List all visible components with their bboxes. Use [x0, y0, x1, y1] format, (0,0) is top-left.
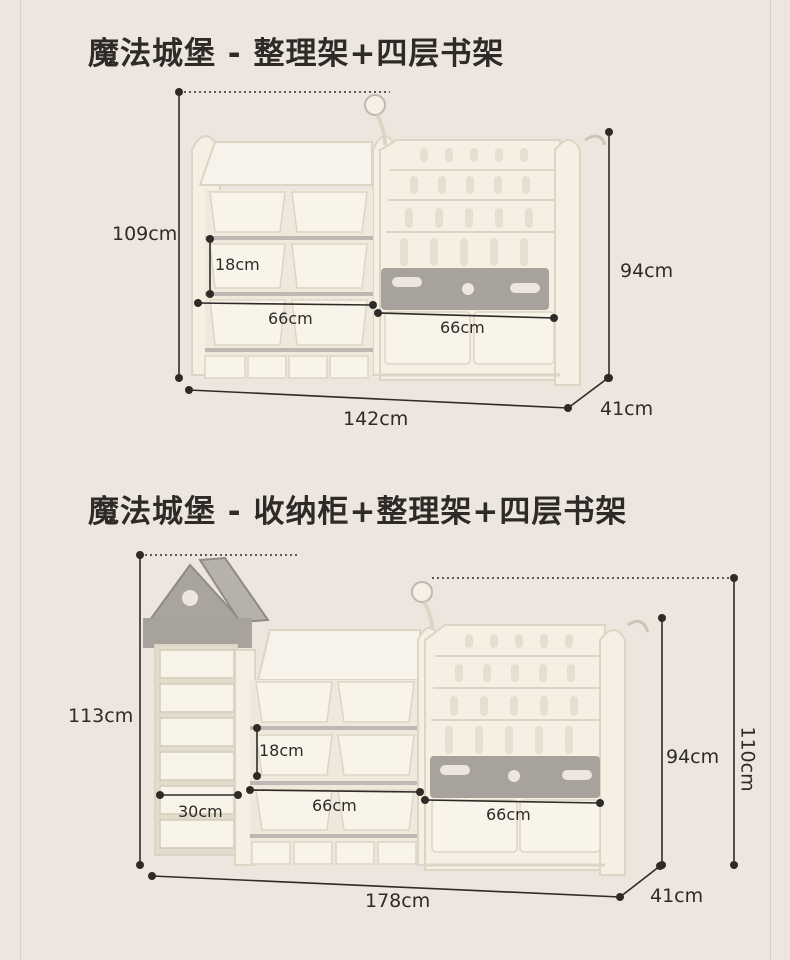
right-border-line — [770, 0, 771, 960]
left-border-line — [20, 0, 21, 960]
section1-title: 魔法城堡 - 整理架+四层书架 — [88, 36, 505, 72]
section1-dimension-lines — [175, 88, 613, 412]
s1-height-right-label: 94cm — [620, 260, 674, 282]
section1-furniture — [191, 94, 607, 386]
s2-rack-width-label: 66cm — [312, 796, 357, 815]
section2-title: 魔法城堡 - 收纳柜+整理架+四层书架 — [88, 494, 628, 530]
s2-height-right-label: 94cm — [666, 746, 720, 768]
s2-drawer-height-label: 18cm — [259, 741, 304, 760]
s1-rack-width-label: 66cm — [268, 309, 313, 328]
s1-total-width-label: 142cm — [343, 408, 409, 430]
s1-drawer-height-label: 18cm — [215, 255, 260, 274]
s2-depth-label: 41cm — [650, 885, 704, 907]
s1-height-left-label: 109cm — [112, 223, 178, 245]
s1-depth-label: 41cm — [600, 398, 654, 420]
section2-furniture — [143, 556, 650, 876]
s2-height-left-label: 113cm — [68, 705, 134, 727]
s2-height-lamp-label: 110cm — [736, 726, 759, 792]
s1-bookshelf-width-label: 66cm — [440, 318, 485, 337]
section2-dimension-lines — [136, 551, 738, 901]
s2-cabinet-width-label: 30cm — [178, 802, 223, 821]
s2-bookshelf-width-label: 66cm — [486, 805, 531, 824]
s2-total-width-label: 178cm — [365, 890, 431, 912]
